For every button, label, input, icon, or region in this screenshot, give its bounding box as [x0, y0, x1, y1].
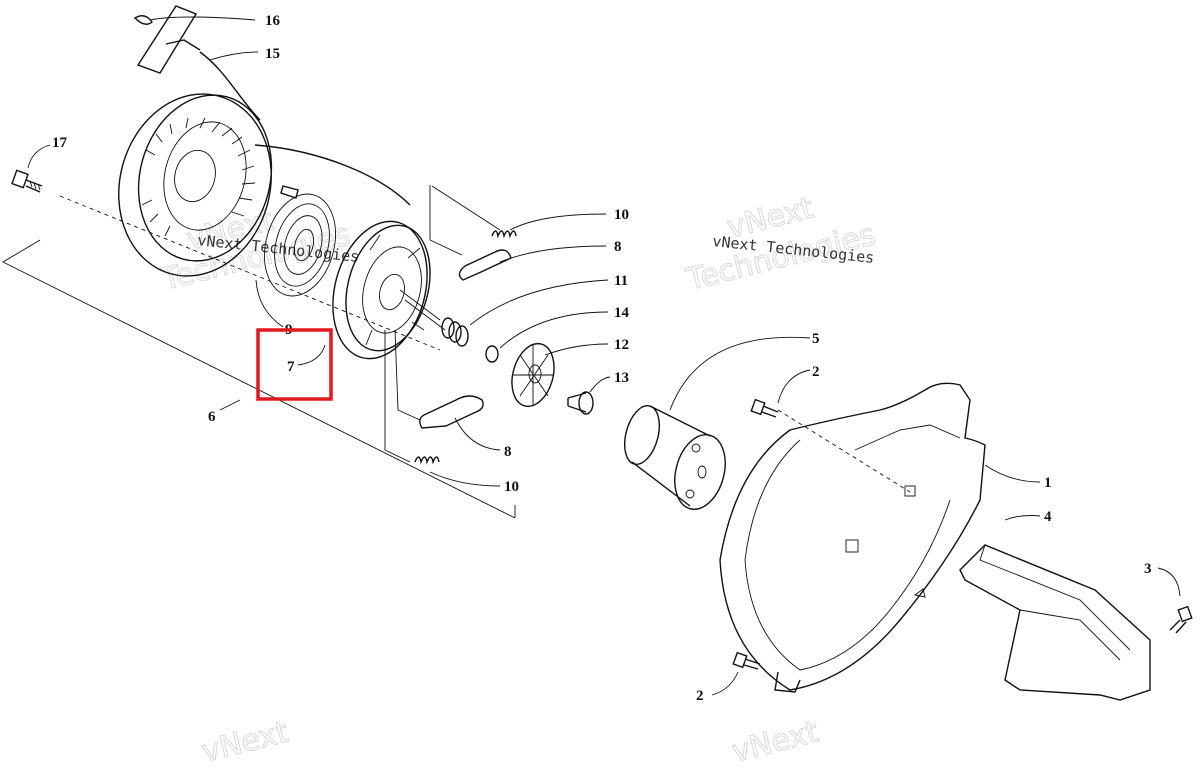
callout-16: 16: [265, 13, 281, 29]
callout-8-lower: 8: [504, 444, 512, 460]
axis-lines: [384, 185, 501, 463]
t-handle-part: [133, 5, 201, 74]
callout-7: 7: [287, 359, 295, 375]
watermark-large-4a: vNext: [728, 715, 822, 770]
callout-5: 5: [812, 331, 820, 347]
callout-12: 12: [614, 337, 629, 353]
air-duct-4-part: [959, 544, 1151, 701]
callout-10-upper: 10: [614, 207, 629, 223]
rewind-spring-part: [264, 185, 336, 297]
spring-11-part: [441, 317, 469, 347]
housing-axis: [777, 409, 911, 493]
starter-cup-5-part: [624, 405, 726, 510]
callout-15: 15: [265, 46, 280, 62]
callout-6: 6: [208, 409, 216, 425]
callout-1: 1: [1044, 475, 1052, 491]
screw-13-part: [567, 391, 594, 415]
callout-10-lower: 10: [504, 479, 519, 495]
recoil-housing: [118, 93, 273, 277]
callout-2-lower: 2: [696, 688, 704, 704]
bolt-17-part: [11, 169, 43, 193]
callout-14: 14: [614, 305, 630, 321]
callout-11: 11: [614, 273, 628, 289]
callout-13: 13: [614, 370, 629, 386]
bolt-2-lower-part: [732, 651, 761, 670]
callout-labels: 16 15 17 10 8 11 14 12 13 9 7 6 8 10 5 2…: [52, 13, 1152, 704]
bolt-2-upper-part: [750, 398, 779, 418]
spring-10-lower-part: [414, 456, 440, 465]
assembly-6-outline: [2, 195, 516, 519]
bolt-3-part: [1169, 605, 1193, 634]
ratchet-plate-12-part: [511, 342, 555, 408]
callout-17: 17: [52, 135, 68, 151]
callout-3: 3: [1144, 561, 1152, 577]
watermark-large-3a: vNext: [198, 715, 292, 770]
reel-pulley-part: [332, 220, 431, 360]
callout-8-upper: 8: [614, 239, 622, 255]
callout-4: 4: [1044, 509, 1052, 525]
washer-14-part: [485, 345, 499, 363]
spring-10-upper-part: [491, 230, 517, 239]
pawl-8-upper-part: [458, 249, 512, 281]
fan-housing-1-part: [719, 382, 986, 693]
pawl-8-lower-part: [419, 395, 484, 429]
callout-2-upper: 2: [812, 364, 820, 380]
highlight-box: [256, 328, 333, 401]
leader-lines: [27, 16, 1181, 696]
